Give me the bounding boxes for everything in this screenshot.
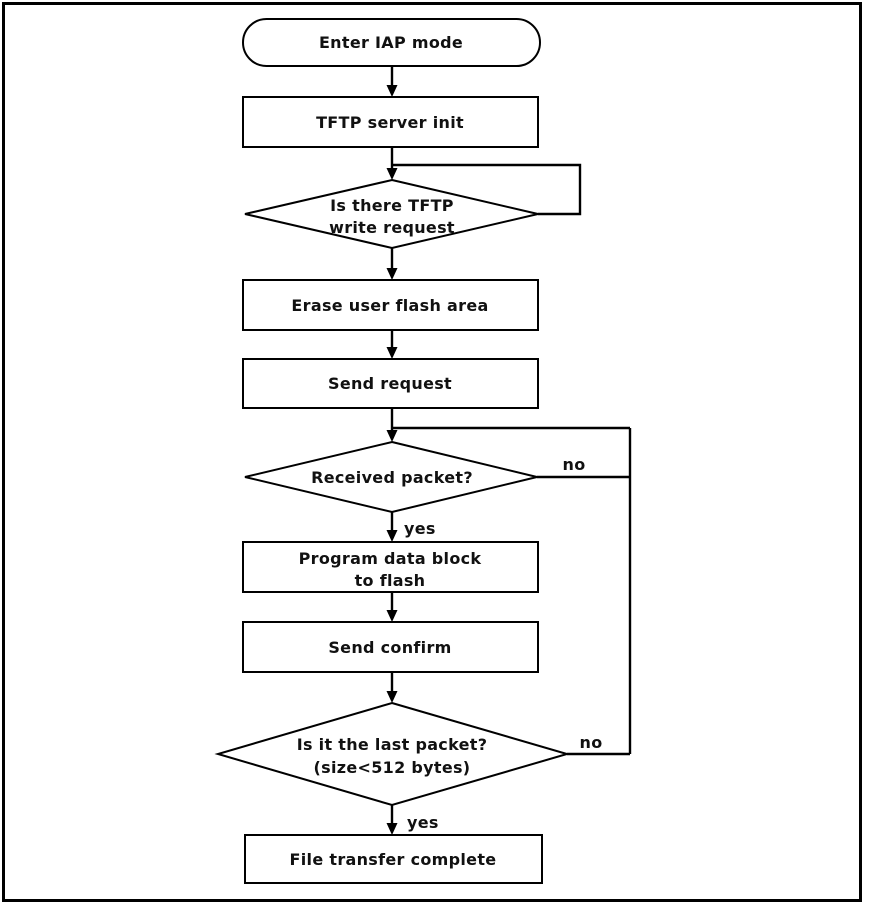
edge-writerequest-loop	[392, 163, 582, 216]
label-last-yes: yes	[407, 813, 439, 832]
arrowhead-writerequest	[386, 168, 398, 180]
node-send-request-label: Send request	[328, 374, 452, 393]
node-complete-label: File transfer complete	[290, 850, 497, 869]
label-received-no: no	[563, 455, 586, 474]
node-last-packet-line1: Is it the last packet?	[297, 735, 488, 754]
node-tftp-init-label: TFTP server init	[316, 113, 464, 132]
node-program-flash	[242, 541, 539, 593]
label-received-yes: yes	[404, 519, 436, 538]
arrowhead-receivedpacket	[386, 430, 398, 442]
node-start-label: Enter IAP mode	[319, 33, 463, 52]
arrowhead-programflash	[386, 530, 398, 542]
node-write-request-line1: Is there TFTP	[330, 196, 454, 215]
arrowhead-eraseflash	[386, 268, 398, 280]
node-erase-flash	[242, 279, 539, 331]
node-write-request-line2: write request	[329, 218, 455, 237]
node-program-flash-line2: to flash	[355, 571, 426, 590]
node-last-packet-decision	[214, 701, 571, 807]
arrowhead-sendconfirm	[386, 610, 398, 622]
node-tftp-init	[242, 96, 539, 148]
node-program-flash-line1: Program data block	[299, 549, 482, 568]
arrowhead-lastpacket	[386, 691, 398, 703]
node-received-packet-label: Received packet?	[311, 468, 473, 487]
node-complete	[244, 834, 543, 884]
arrowhead-sendrequest	[386, 347, 398, 359]
node-write-request-decision	[244, 178, 539, 250]
node-erase-flash-label: Erase user flash area	[291, 296, 488, 315]
arrowhead-tftpinit	[386, 85, 398, 97]
node-start-terminator	[242, 18, 541, 67]
arrowhead-complete	[386, 823, 398, 835]
node-send-confirm	[242, 621, 539, 673]
node-send-confirm-label: Send confirm	[328, 638, 451, 657]
label-last-no: no	[580, 733, 603, 752]
node-last-packet-line2: (size<512 bytes)	[314, 758, 471, 777]
node-received-packet-decision	[244, 440, 538, 514]
node-send-request	[242, 358, 539, 409]
